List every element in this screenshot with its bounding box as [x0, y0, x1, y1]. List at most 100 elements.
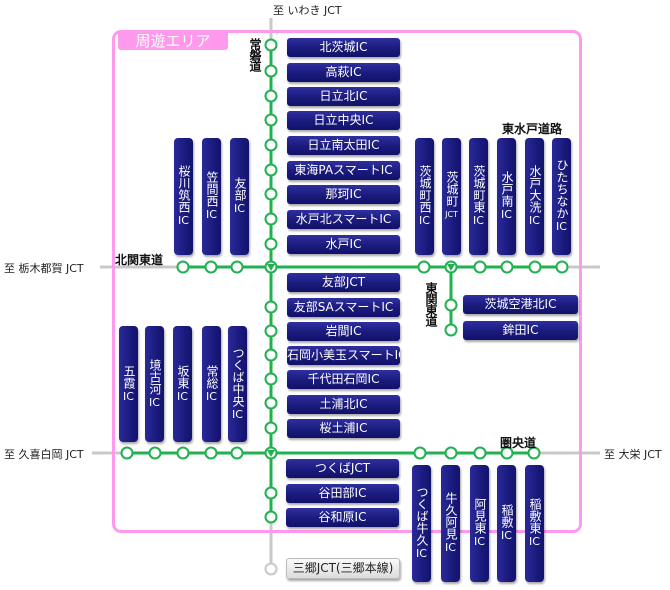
interchange-box[interactable]: 谷田部IC: [286, 484, 399, 503]
interchange-suffix: IC: [206, 389, 217, 403]
interchange-node: [230, 260, 244, 274]
interchange-box[interactable]: 三郷JCT(三郷本線): [286, 558, 400, 579]
interchange-box[interactable]: 日立中央IC: [287, 111, 400, 130]
interchange-name: 常総: [205, 364, 219, 389]
interchange-name: 笠間西: [205, 171, 219, 207]
interchange-node: [176, 260, 190, 274]
interchange-node: [264, 64, 278, 78]
interchange-node: [176, 446, 190, 460]
interchange-box[interactable]: 友部SAスマートIC: [287, 298, 400, 317]
interchange-node: [264, 486, 278, 500]
interchange-box[interactable]: 東海PAスマートIC: [287, 161, 400, 180]
destination-kukishiraoka: 至 久喜白岡 JCT: [4, 448, 84, 461]
interchange-box[interactable]: 千代田石岡IC: [287, 370, 400, 389]
interchange-box[interactable]: つくばJCT: [286, 459, 399, 478]
interchange-suffix: IC: [123, 389, 134, 403]
interchange-node: [264, 38, 278, 52]
destination-tochigitsuga: 至 栃木都賀 JCT: [4, 262, 84, 275]
interchange-name: 桜川筑西: [177, 165, 191, 213]
interchange-name: つくば牛久: [415, 486, 429, 546]
interchange-box[interactable]: 谷和原IC: [286, 508, 399, 527]
tsukuba-junction-node-icon: [267, 450, 275, 457]
interchange-node: [444, 298, 458, 312]
interchange-box[interactable]: 友部JCT: [287, 273, 400, 292]
interchange-node: [264, 187, 278, 201]
interchange-box[interactable]: 桜土浦IC: [287, 419, 400, 438]
interchange-node: [264, 89, 278, 103]
interchange-name: 五霞: [122, 364, 136, 389]
interchange-node: [264, 138, 278, 152]
interchange-node: [120, 446, 134, 460]
ibarakimachi-junction-node-icon: [447, 264, 455, 271]
interchange-box[interactable]: 水戸IC: [287, 235, 400, 254]
interchange-box[interactable]: 日立南太田IC: [287, 136, 400, 155]
interchange-suffix: IC: [232, 407, 243, 421]
road-label-higashimito: 東水戸道路: [502, 122, 563, 136]
interchange-suffix: IC: [206, 208, 217, 221]
interchange-name: 茨城町東: [472, 165, 486, 213]
destination-taiei: 至 大栄 JCT: [604, 448, 662, 461]
interchange-node: [413, 446, 427, 460]
interchange-box[interactable]: 茨城空港北IC: [463, 295, 578, 314]
interchange-name: 茨城町西: [418, 165, 432, 213]
interchange-suffix: IC: [416, 547, 427, 560]
interchange-node: [230, 446, 244, 460]
interchange-suffix: IC: [501, 208, 512, 221]
interchange-node: [264, 163, 278, 177]
interchange-name: 稲敷東: [528, 498, 542, 534]
interchange-suffix: IC: [556, 220, 567, 233]
interchange-name: 阿見東: [473, 498, 487, 534]
interchange-node: [417, 260, 431, 274]
interchange-box[interactable]: 那珂IC: [287, 185, 400, 204]
interchange-name: 水戸大洗: [528, 165, 542, 213]
road-label-joban: 常磐道: [248, 38, 262, 71]
interchange-node: [204, 446, 218, 460]
interchange-node: [264, 324, 278, 338]
interchange-node: [204, 260, 218, 274]
interchange-suffix: IC: [445, 541, 456, 554]
interchange-box[interactable]: 高萩IC: [287, 63, 400, 82]
interchange-node: [500, 446, 514, 460]
interchange-box[interactable]: 水戸北スマートIC: [287, 210, 400, 229]
misato-node: [264, 562, 278, 576]
interchange-node: [264, 510, 278, 524]
interchange-suffix: IC: [177, 389, 188, 403]
interchange-node: [444, 446, 458, 460]
interchange-box[interactable]: 岩間IC: [287, 322, 400, 341]
interchange-node: [264, 212, 278, 226]
interchange-name: 友部: [233, 177, 247, 201]
interchange-box[interactable]: 鉾田IC: [463, 321, 578, 340]
interchange-node: [473, 446, 487, 460]
tomobe-junction-node-icon: [267, 264, 275, 271]
interchange-suffix: IC: [473, 214, 484, 227]
interchange-suffix: IC: [529, 214, 540, 227]
interchange-name: 坂東: [176, 364, 190, 389]
interchange-box[interactable]: 石岡小美玉スマートIC: [287, 346, 400, 365]
interchange-box[interactable]: 北茨城IC: [287, 38, 400, 57]
interchange-node: [555, 260, 569, 274]
interchange-box[interactable]: 土浦北IC: [287, 395, 400, 414]
interchange-node: [444, 323, 458, 337]
interchange-name: 牛久阿見: [444, 492, 458, 540]
interchange-name: 水戸南: [500, 171, 514, 207]
interchange-box[interactable]: 日立北IC: [287, 87, 400, 106]
